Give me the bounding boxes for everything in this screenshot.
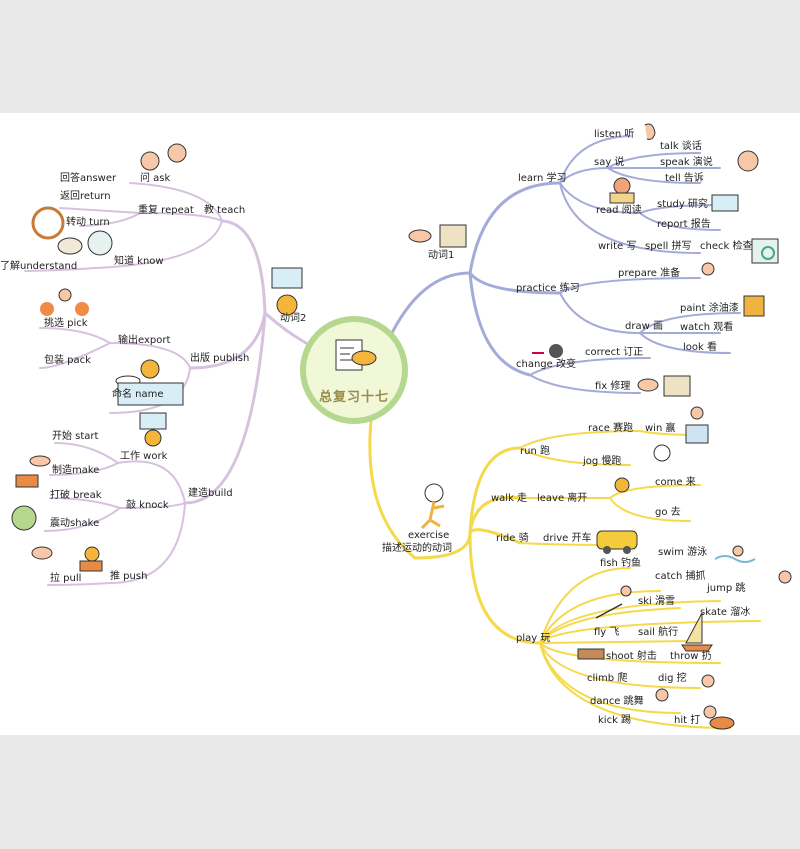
link-center-exercise <box>368 409 417 560</box>
answer-label: 回答answer <box>60 173 117 184</box>
build-label: 建造build <box>188 488 233 499</box>
link-center-verb1 <box>386 271 472 343</box>
skate-label: skate 溜冰 <box>700 607 751 618</box>
verb1-label: 动词1 <box>428 250 455 261</box>
center-title: 总复习十七 <box>318 390 389 405</box>
exercise-cn-label: 描述运动的动词 <box>382 543 452 554</box>
pick-label: 挑选 pick <box>44 318 88 329</box>
dance-label: dance 跳舞 <box>590 696 644 707</box>
center-node: 总复习十七 <box>300 316 408 424</box>
speak-label: speak 演说 <box>660 157 713 168</box>
fix-label: fix 修理 <box>595 381 631 392</box>
hit-label: hit 打 <box>674 715 701 726</box>
study-label: study 研究 <box>657 199 708 210</box>
mind-map-canvas: 总复习十七 动词2 教 teach 回答answer 问 ask 返回retur… <box>0 113 800 735</box>
ask-label: 问 ask <box>140 173 171 184</box>
race-label: race 赛跑 <box>588 423 634 434</box>
exercise-label: exercise <box>408 530 450 541</box>
play-label: play 玩 <box>516 633 551 644</box>
fish-label: fish 钓鱼 <box>600 558 642 569</box>
fly-label: fly 飞 <box>594 627 620 638</box>
write-label: write 写 <box>598 241 637 252</box>
break-label: 打破 break <box>50 490 102 501</box>
make-label: 制造make <box>52 465 100 476</box>
pack-label: 包装 pack <box>44 355 91 366</box>
turn-label: 转动 turn <box>66 217 110 228</box>
listen-label: listen 听 <box>594 129 635 140</box>
dig-label: dig 挖 <box>658 673 687 684</box>
export-label: 输出export <box>118 335 171 346</box>
jump-label: jump 跳 <box>707 583 746 594</box>
link-teach <box>220 219 267 315</box>
practice-label: practice 练习 <box>516 283 580 294</box>
know-label: 知道 know <box>114 256 164 267</box>
pull-label: 拉 pull <box>50 573 82 584</box>
tell-label: tell 告诉 <box>665 173 704 184</box>
change-label: change 改变 <box>516 359 576 370</box>
walk-label: walk 走 <box>491 493 528 504</box>
understand-label: 了解understand <box>0 261 78 272</box>
win-label: win 赢 <box>645 423 676 434</box>
link-publish <box>188 311 267 370</box>
shoot-label: shoot 射击 <box>606 651 657 662</box>
throw-label: throw 扔 <box>670 651 712 662</box>
illustrations <box>11 123 792 730</box>
start-label: 开始 start <box>52 431 99 442</box>
ski-label: ski 滑雪 <box>638 596 675 607</box>
prepare-label: prepare 准备 <box>618 268 681 279</box>
work-label: 工作 work <box>120 451 168 462</box>
watch-label: watch 观看 <box>680 322 734 333</box>
catch-label: catch 捕抓 <box>655 571 706 582</box>
ride-label: ride 骑 <box>496 533 529 544</box>
draw-label: draw 画 <box>625 321 663 332</box>
jog-label: jog 慢跑 <box>583 456 622 467</box>
spell-label: spell 拼写 <box>645 241 692 252</box>
say-label: say 说 <box>594 157 625 168</box>
go-label: go 去 <box>655 507 681 518</box>
read-label: read 阅读 <box>596 205 642 216</box>
leave-label: leave 离开 <box>537 493 588 504</box>
knock-label: 敲 knock <box>126 500 169 511</box>
name-label: 命名 name <box>112 389 164 400</box>
shake-label: 震动shake <box>50 518 100 529</box>
repeat-label: 重复 repeat <box>138 205 194 216</box>
climb-label: climb 爬 <box>587 673 628 684</box>
learn-label: learn 学习 <box>518 173 567 184</box>
link-center-verb2 <box>263 311 308 345</box>
swim-label: swim 游泳 <box>658 547 708 558</box>
check-label: check 检查 <box>700 241 753 252</box>
verb2-label: 动词2 <box>280 313 307 324</box>
run-label: run 跑 <box>520 446 550 457</box>
push-label: 推 push <box>110 571 148 582</box>
come-label: come 来 <box>655 477 696 488</box>
publish-label: 出版 publish <box>190 353 250 364</box>
link-build <box>183 311 267 505</box>
sail-label: sail 航行 <box>638 627 679 638</box>
teach-label: 教 teach <box>204 205 246 216</box>
look-label: look 看 <box>683 342 717 353</box>
writing-hand-icon <box>335 339 377 371</box>
correct-label: correct 订正 <box>585 347 644 358</box>
branch-lines <box>11 123 792 730</box>
paint-label: paint 涂油漆 <box>680 303 739 314</box>
report-label: report 报告 <box>657 219 711 230</box>
return-label: 返回return <box>60 191 111 202</box>
drive-label: drive 开车 <box>543 533 592 544</box>
kick-label: kick 踢 <box>598 715 632 726</box>
talk-label: talk 谈话 <box>660 141 702 152</box>
